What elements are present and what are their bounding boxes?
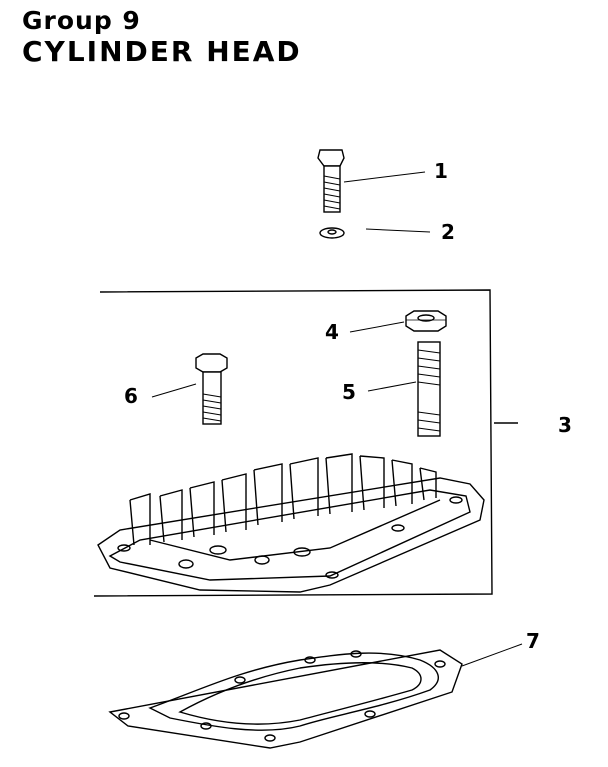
callout-6: 6 [124, 384, 138, 408]
callout-1: 1 [434, 159, 448, 183]
callout-7: 7 [526, 629, 540, 653]
washer-part-2[interactable] [319, 227, 345, 239]
group-number: Group 9 [22, 6, 141, 35]
screw-part-1[interactable] [317, 149, 345, 213]
callout-5: 5 [342, 380, 356, 404]
hex-bolt-part-6[interactable] [195, 353, 228, 425]
assembly-bracket [93, 289, 518, 597]
gasket-part-7[interactable] [108, 649, 463, 749]
page-title: CYLINDER HEAD [22, 35, 302, 68]
hex-nut-part-4[interactable] [405, 310, 447, 332]
callout-4: 4 [325, 320, 339, 344]
callout-2: 2 [441, 220, 455, 244]
callout-3: 3 [558, 413, 572, 437]
cylinder-head-part-3[interactable] [97, 453, 485, 593]
leader-lines [151, 171, 523, 667]
stud-part-5[interactable] [417, 341, 441, 437]
